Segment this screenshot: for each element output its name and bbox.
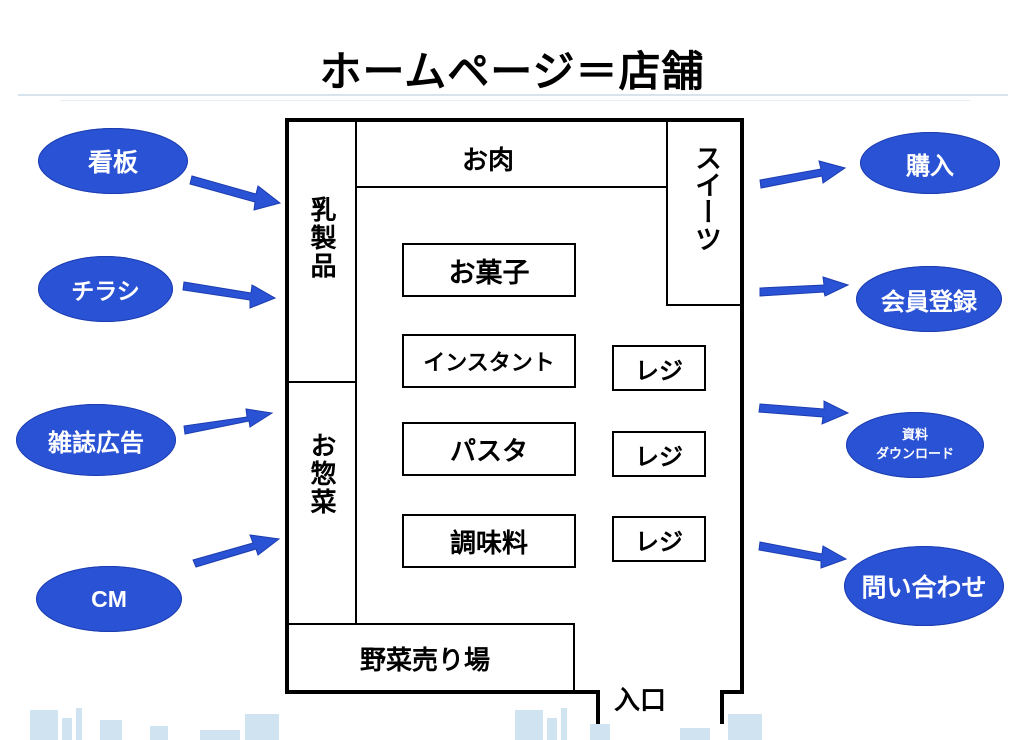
vegetables-section-label: 野菜売り場 (360, 646, 491, 676)
aisle-seasonings: 調味料 (402, 514, 576, 568)
aisle-instant-label: インスタント (423, 351, 555, 376)
dairy-deli-divider (287, 381, 357, 383)
arrow-magazine-to-store (183, 408, 274, 435)
arrow-signboard-to-store (189, 175, 282, 211)
register-2: レジ (612, 431, 706, 477)
arrow-store-to-purchase (759, 160, 847, 189)
oval-cm-label: CM (91, 585, 127, 612)
entrance-post-left (596, 690, 600, 724)
register-1-label: レジ (635, 356, 683, 385)
arrow-store-to-register (759, 276, 850, 297)
oval-inquiry: 問い合わせ (844, 546, 1004, 626)
sweets-left-wall (666, 120, 668, 306)
oval-signboard-label: 看板 (87, 148, 138, 177)
sweets-section-label: スイーツ (690, 144, 721, 252)
oval-flyer: チラシ (38, 256, 173, 322)
store-wall-bottom-left (285, 690, 599, 694)
meat-bottom-wall (355, 186, 667, 188)
sweets-bottom-wall (666, 304, 742, 306)
aisle-snacks: お菓子 (402, 243, 576, 297)
title-underline-secondary (60, 100, 970, 101)
entrance-label: 入口 (614, 686, 667, 716)
aisle-seasonings-label: 調味料 (449, 528, 528, 559)
register-1: レジ (612, 345, 706, 391)
arrow-store-to-download (758, 400, 850, 425)
skyline-decoration (30, 708, 762, 740)
oval-member-registration-label: 会員登録 (881, 287, 977, 316)
dairy-section-label: 乳製品 (306, 196, 336, 280)
aisle-snacks-label: お菓子 (448, 257, 530, 289)
arrow-cm-to-store (192, 534, 281, 568)
oval-document-download: 資料 ダウンロード (846, 412, 984, 478)
oval-purchase-label: 購入 (906, 151, 954, 180)
oval-signboard: 看板 (38, 128, 188, 194)
vegetables-right-wall (573, 623, 575, 692)
register-3: レジ (612, 516, 706, 562)
oval-magazine-ad-label: 雑誌広告 (48, 428, 144, 457)
oval-document-download-line2: ダウンロード (875, 447, 954, 462)
arrow-flyer-to-store (182, 281, 277, 309)
oval-magazine-ad: 雑誌広告 (16, 404, 176, 476)
register-2-label: レジ (635, 442, 683, 471)
deli-section-label: お惣菜 (306, 432, 336, 516)
aisle-pasta: パスタ (402, 422, 576, 476)
register-3-label: レジ (635, 527, 683, 556)
entrance-post-right (720, 690, 724, 724)
aisle-pasta-label: パスタ (449, 436, 528, 467)
oval-flyer-label: チラシ (71, 279, 140, 305)
arrow-store-to-inquiry (758, 541, 848, 569)
vegetables-top-wall (287, 623, 575, 625)
oval-document-download-line1: 資料 (901, 428, 928, 443)
oval-inquiry-label: 問い合わせ (861, 573, 987, 602)
store-wall-bottom-right (722, 690, 744, 694)
oval-cm: CM (36, 566, 182, 632)
store-wall-left (285, 118, 289, 694)
oval-member-registration: 会員登録 (856, 266, 1002, 332)
title-underline (18, 94, 1008, 96)
dairy-right-wall (355, 120, 357, 624)
page-title: ホームページ＝店舗 (319, 47, 705, 96)
oval-purchase: 購入 (860, 132, 1000, 194)
meat-section-label: お肉 (462, 146, 515, 176)
store-wall-top (285, 118, 744, 122)
aisle-instant: インスタント (402, 334, 576, 388)
store-wall-right (740, 118, 744, 694)
